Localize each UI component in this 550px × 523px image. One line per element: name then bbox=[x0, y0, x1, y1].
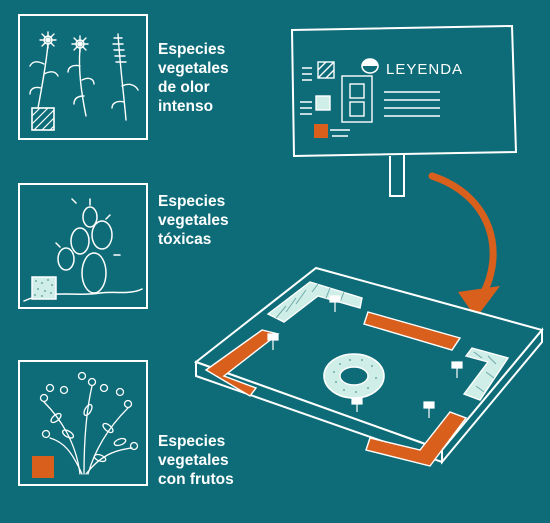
panel-toxic-plants bbox=[18, 183, 148, 309]
label-line: Especies bbox=[158, 41, 226, 58]
fruit-bush-illustration bbox=[32, 371, 139, 478]
orange-bed-left bbox=[204, 329, 280, 397]
orange-bed-bottom bbox=[365, 411, 468, 467]
aromatic-plants-illustration bbox=[29, 31, 139, 131]
cactus-illustration bbox=[23, 198, 143, 302]
garden-plan bbox=[193, 266, 544, 467]
label-line: con frutos bbox=[158, 471, 234, 488]
legend-title: LEYENDA bbox=[386, 61, 463, 78]
label-aromatic-plants: Especies vegetales de olor intenso bbox=[158, 40, 229, 116]
label-line: de olor bbox=[158, 79, 210, 96]
eye-icon bbox=[361, 58, 379, 74]
label-line: intenso bbox=[158, 98, 214, 115]
hatched-bed-right bbox=[462, 347, 510, 401]
dotted-square-icon bbox=[31, 276, 57, 300]
label-line: vegetales bbox=[158, 212, 229, 229]
panel-aromatic-plants bbox=[18, 14, 148, 140]
label-line: Especies bbox=[158, 193, 226, 210]
central-round-bed bbox=[323, 353, 385, 399]
label-toxic-plants: Especies vegetales tóxicas bbox=[158, 192, 229, 249]
label-line: vegetales bbox=[158, 60, 229, 77]
sign-orange-marker bbox=[314, 124, 328, 138]
hatched-bed-top bbox=[266, 281, 363, 323]
label-fruit-plants: Especies vegetales con frutos bbox=[158, 432, 234, 489]
orange-square-icon bbox=[32, 456, 54, 478]
curved-arrow bbox=[428, 172, 500, 318]
plan-markers bbox=[267, 295, 463, 418]
legend-sign: LEYENDA bbox=[290, 24, 518, 197]
label-line: vegetales bbox=[158, 452, 229, 469]
orange-bed-top bbox=[363, 311, 462, 351]
label-line: Especies bbox=[158, 433, 226, 450]
panel-fruit-plants bbox=[18, 360, 148, 486]
label-line: tóxicas bbox=[158, 231, 212, 248]
